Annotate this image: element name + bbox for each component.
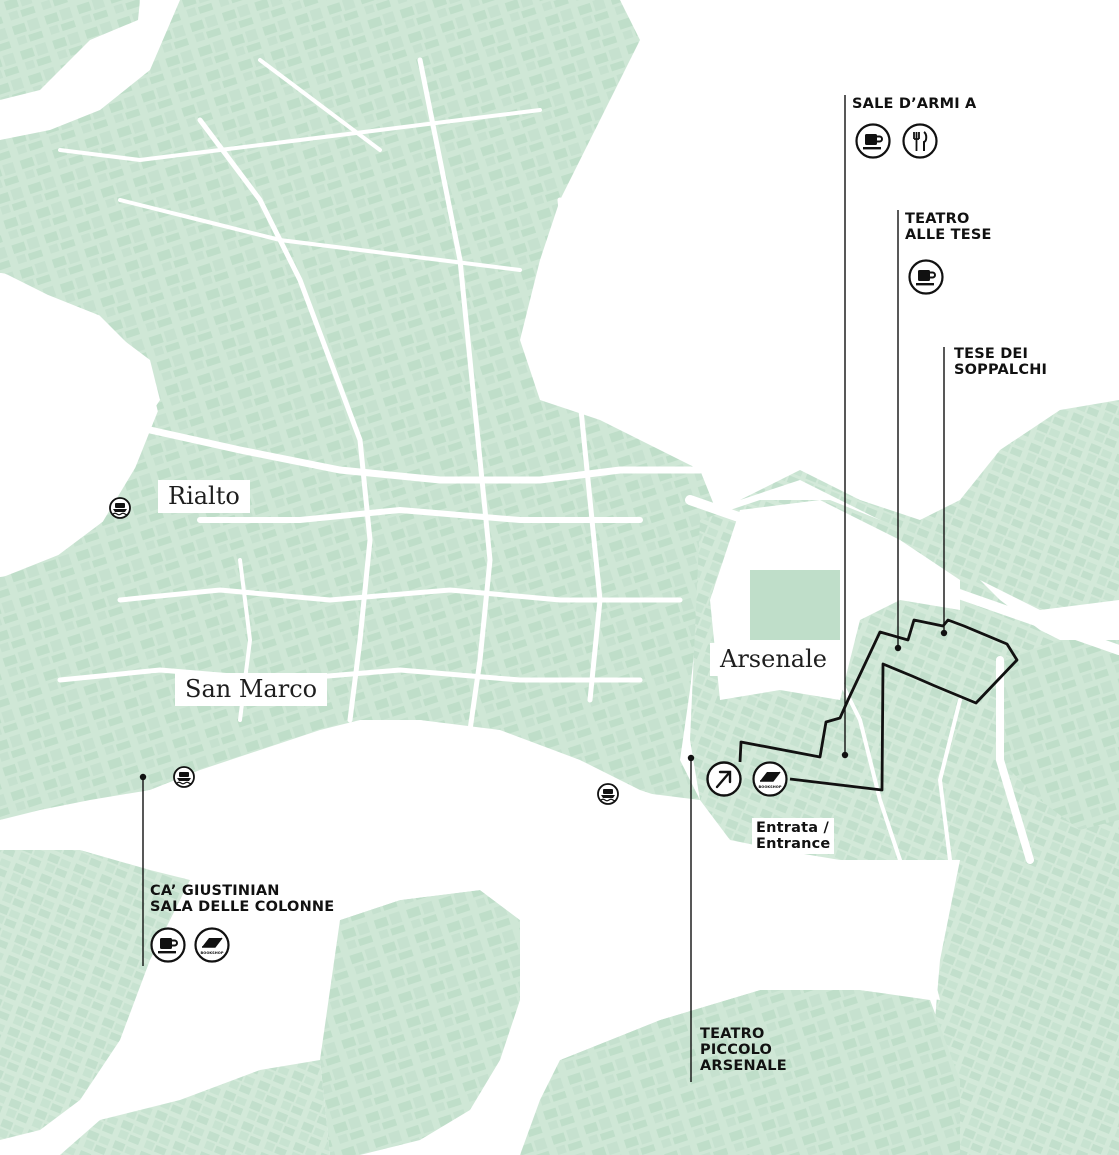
bookshop-icon-text: BOOKSHOP <box>201 951 224 955</box>
castello-east <box>1000 640 1119 830</box>
arsenale-route <box>738 618 1019 792</box>
venue-label-line: TEATRO <box>700 1026 765 1042</box>
venue-label-line: TEATRO <box>905 211 970 227</box>
venue-label-line: CA’ GIUSTINIAN <box>150 883 280 899</box>
cafe-icon <box>855 123 891 159</box>
venue-label-ca-giustinian: CA’ GIUSTINIAN SALA DELLE COLONNE <box>150 883 334 915</box>
bookshop-icon: BOOKSHOP <box>194 927 230 963</box>
entrance-label-line: Entrance <box>756 836 831 852</box>
san-marco-basin <box>0 720 940 1060</box>
lido-island <box>520 990 960 1155</box>
place-label-rialto: Rialto <box>158 480 250 514</box>
venue-label-teatro-tese: TEATRO ALLE TESE <box>905 211 992 243</box>
northeast-strip <box>740 400 1119 610</box>
venue-label-teatro-piccolo: TEATRO PICCOLO ARSENALE <box>700 1026 787 1074</box>
cafe-icon <box>150 927 186 963</box>
bottom-left-island <box>60 1060 330 1155</box>
bookshop-icon-text: BOOKSHOP <box>759 785 782 789</box>
venue-label-sale-darmi: SALE D’ARMI A <box>852 96 976 112</box>
venue-label-tese-soppalchi: TESE DEI SOPPALCHI <box>954 346 1047 378</box>
venue-label-line: SALA DELLE COLONNE <box>150 899 335 915</box>
bookshop-icon: BOOKSHOP <box>752 761 788 797</box>
venue-label-line: PICCOLO <box>700 1042 773 1058</box>
place-label-arsenale: Arsenale <box>710 643 837 677</box>
place-label-san-marco: San Marco <box>175 673 328 707</box>
grand-canal <box>0 273 158 577</box>
venue-label-line: ALLE TESE <box>905 227 992 243</box>
main-island <box>0 0 720 820</box>
venue-label-line: SOPPALCHI <box>954 362 1048 378</box>
ferry-icon <box>109 497 131 519</box>
venue-label-line: ARSENALE <box>700 1058 787 1074</box>
restaurant-icon <box>902 123 938 159</box>
arsenale-darsena <box>750 570 840 640</box>
entrance-label: Entrata / Entrance <box>752 818 835 854</box>
south-east-island <box>930 820 1119 1155</box>
ferry-icon <box>597 783 619 805</box>
ferry-icon <box>173 766 195 788</box>
cafe-icon <box>908 259 944 295</box>
venue-label-line: SALE D’ARMI A <box>852 96 977 112</box>
bottom-middle-island <box>320 890 520 1155</box>
main-island <box>0 0 140 100</box>
venue-label-line: TESE DEI <box>954 346 1029 362</box>
entrance-label-line: Entrata / <box>756 820 829 836</box>
entrance-icon <box>706 761 742 797</box>
